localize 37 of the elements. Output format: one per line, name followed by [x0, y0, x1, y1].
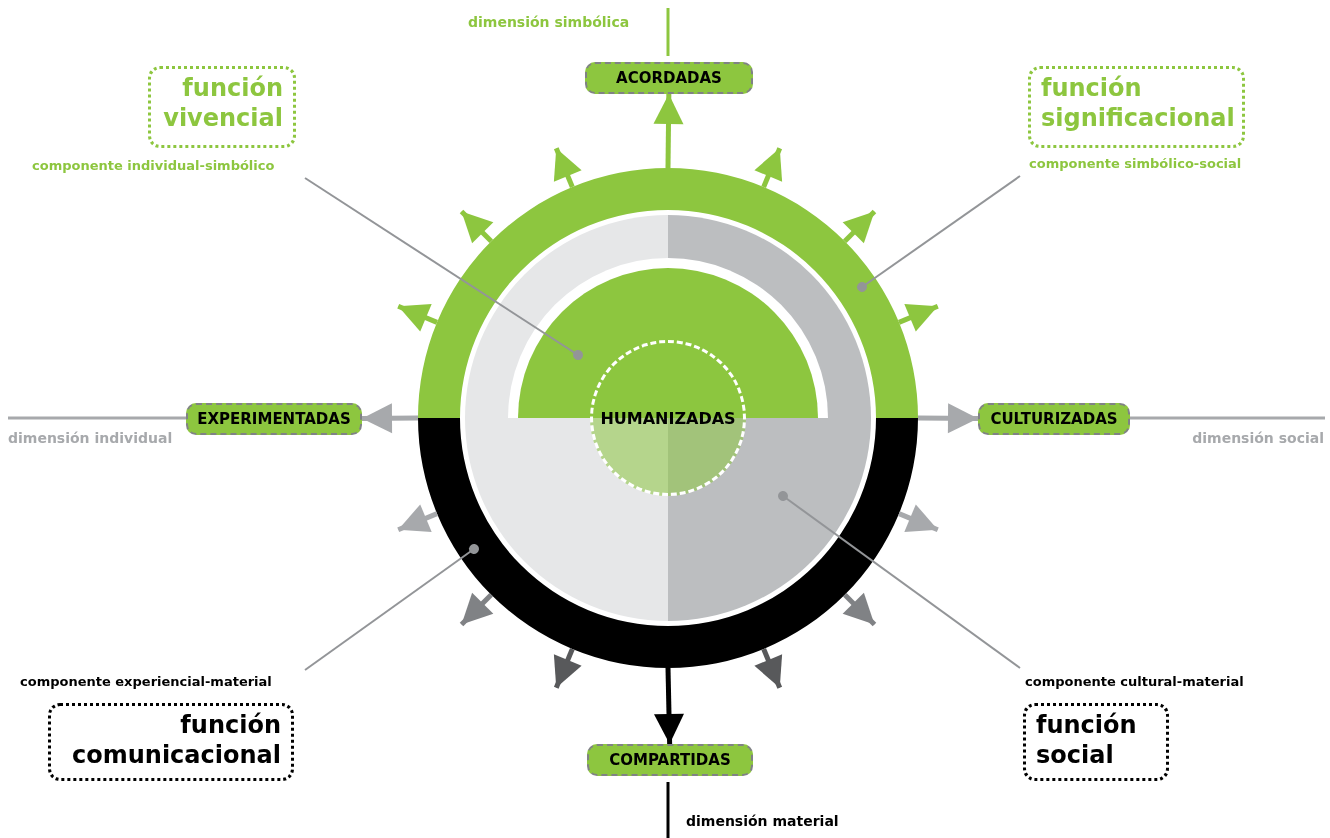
dimension-label: dimensión social: [1192, 430, 1324, 446]
component-caption: componente simbólico-social: [1029, 156, 1242, 171]
leader-line: [857, 175, 1021, 292]
arrow: [397, 504, 438, 533]
arrow: [553, 147, 582, 188]
function-box: función social: [1023, 703, 1169, 781]
dimension-label: dimensión material: [686, 813, 839, 829]
arrow: [918, 403, 978, 434]
category-badge: COMPARTIDAS: [587, 744, 753, 776]
function-box: función vivencial: [148, 66, 296, 148]
arrow: [754, 147, 783, 188]
category-badge: EXPERIMENTADAS: [186, 403, 362, 435]
category-badge: ACORDADAS: [585, 62, 753, 94]
arrow: [362, 403, 418, 434]
component-caption: componente individual-simbólico: [32, 158, 275, 173]
arrow: [842, 209, 877, 244]
node-label: HUMANIZADAS: [600, 408, 736, 428]
arrow: [898, 303, 939, 332]
dimension-label: dimensión simbólica: [468, 14, 630, 30]
arrow: [459, 592, 494, 627]
category-badge: CULTURIZADAS: [978, 403, 1130, 435]
leader-line: [304, 544, 479, 671]
arrow: [654, 667, 684, 745]
leader-line: [304, 177, 583, 360]
function-box: función comunicacional: [48, 703, 294, 781]
arrow: [898, 504, 939, 533]
arrow: [653, 93, 684, 169]
arrow: [397, 303, 438, 332]
arrow: [459, 209, 494, 244]
arrow: [842, 592, 877, 627]
component-caption: componente cultural-material: [1025, 674, 1244, 689]
dimension-label: dimensión individual: [8, 430, 173, 446]
arrow: [553, 648, 582, 689]
leader-line: [778, 491, 1021, 669]
component-caption: componente experiencial-material: [20, 674, 272, 689]
arrow: [754, 648, 783, 689]
function-box: función significacional: [1028, 66, 1245, 148]
